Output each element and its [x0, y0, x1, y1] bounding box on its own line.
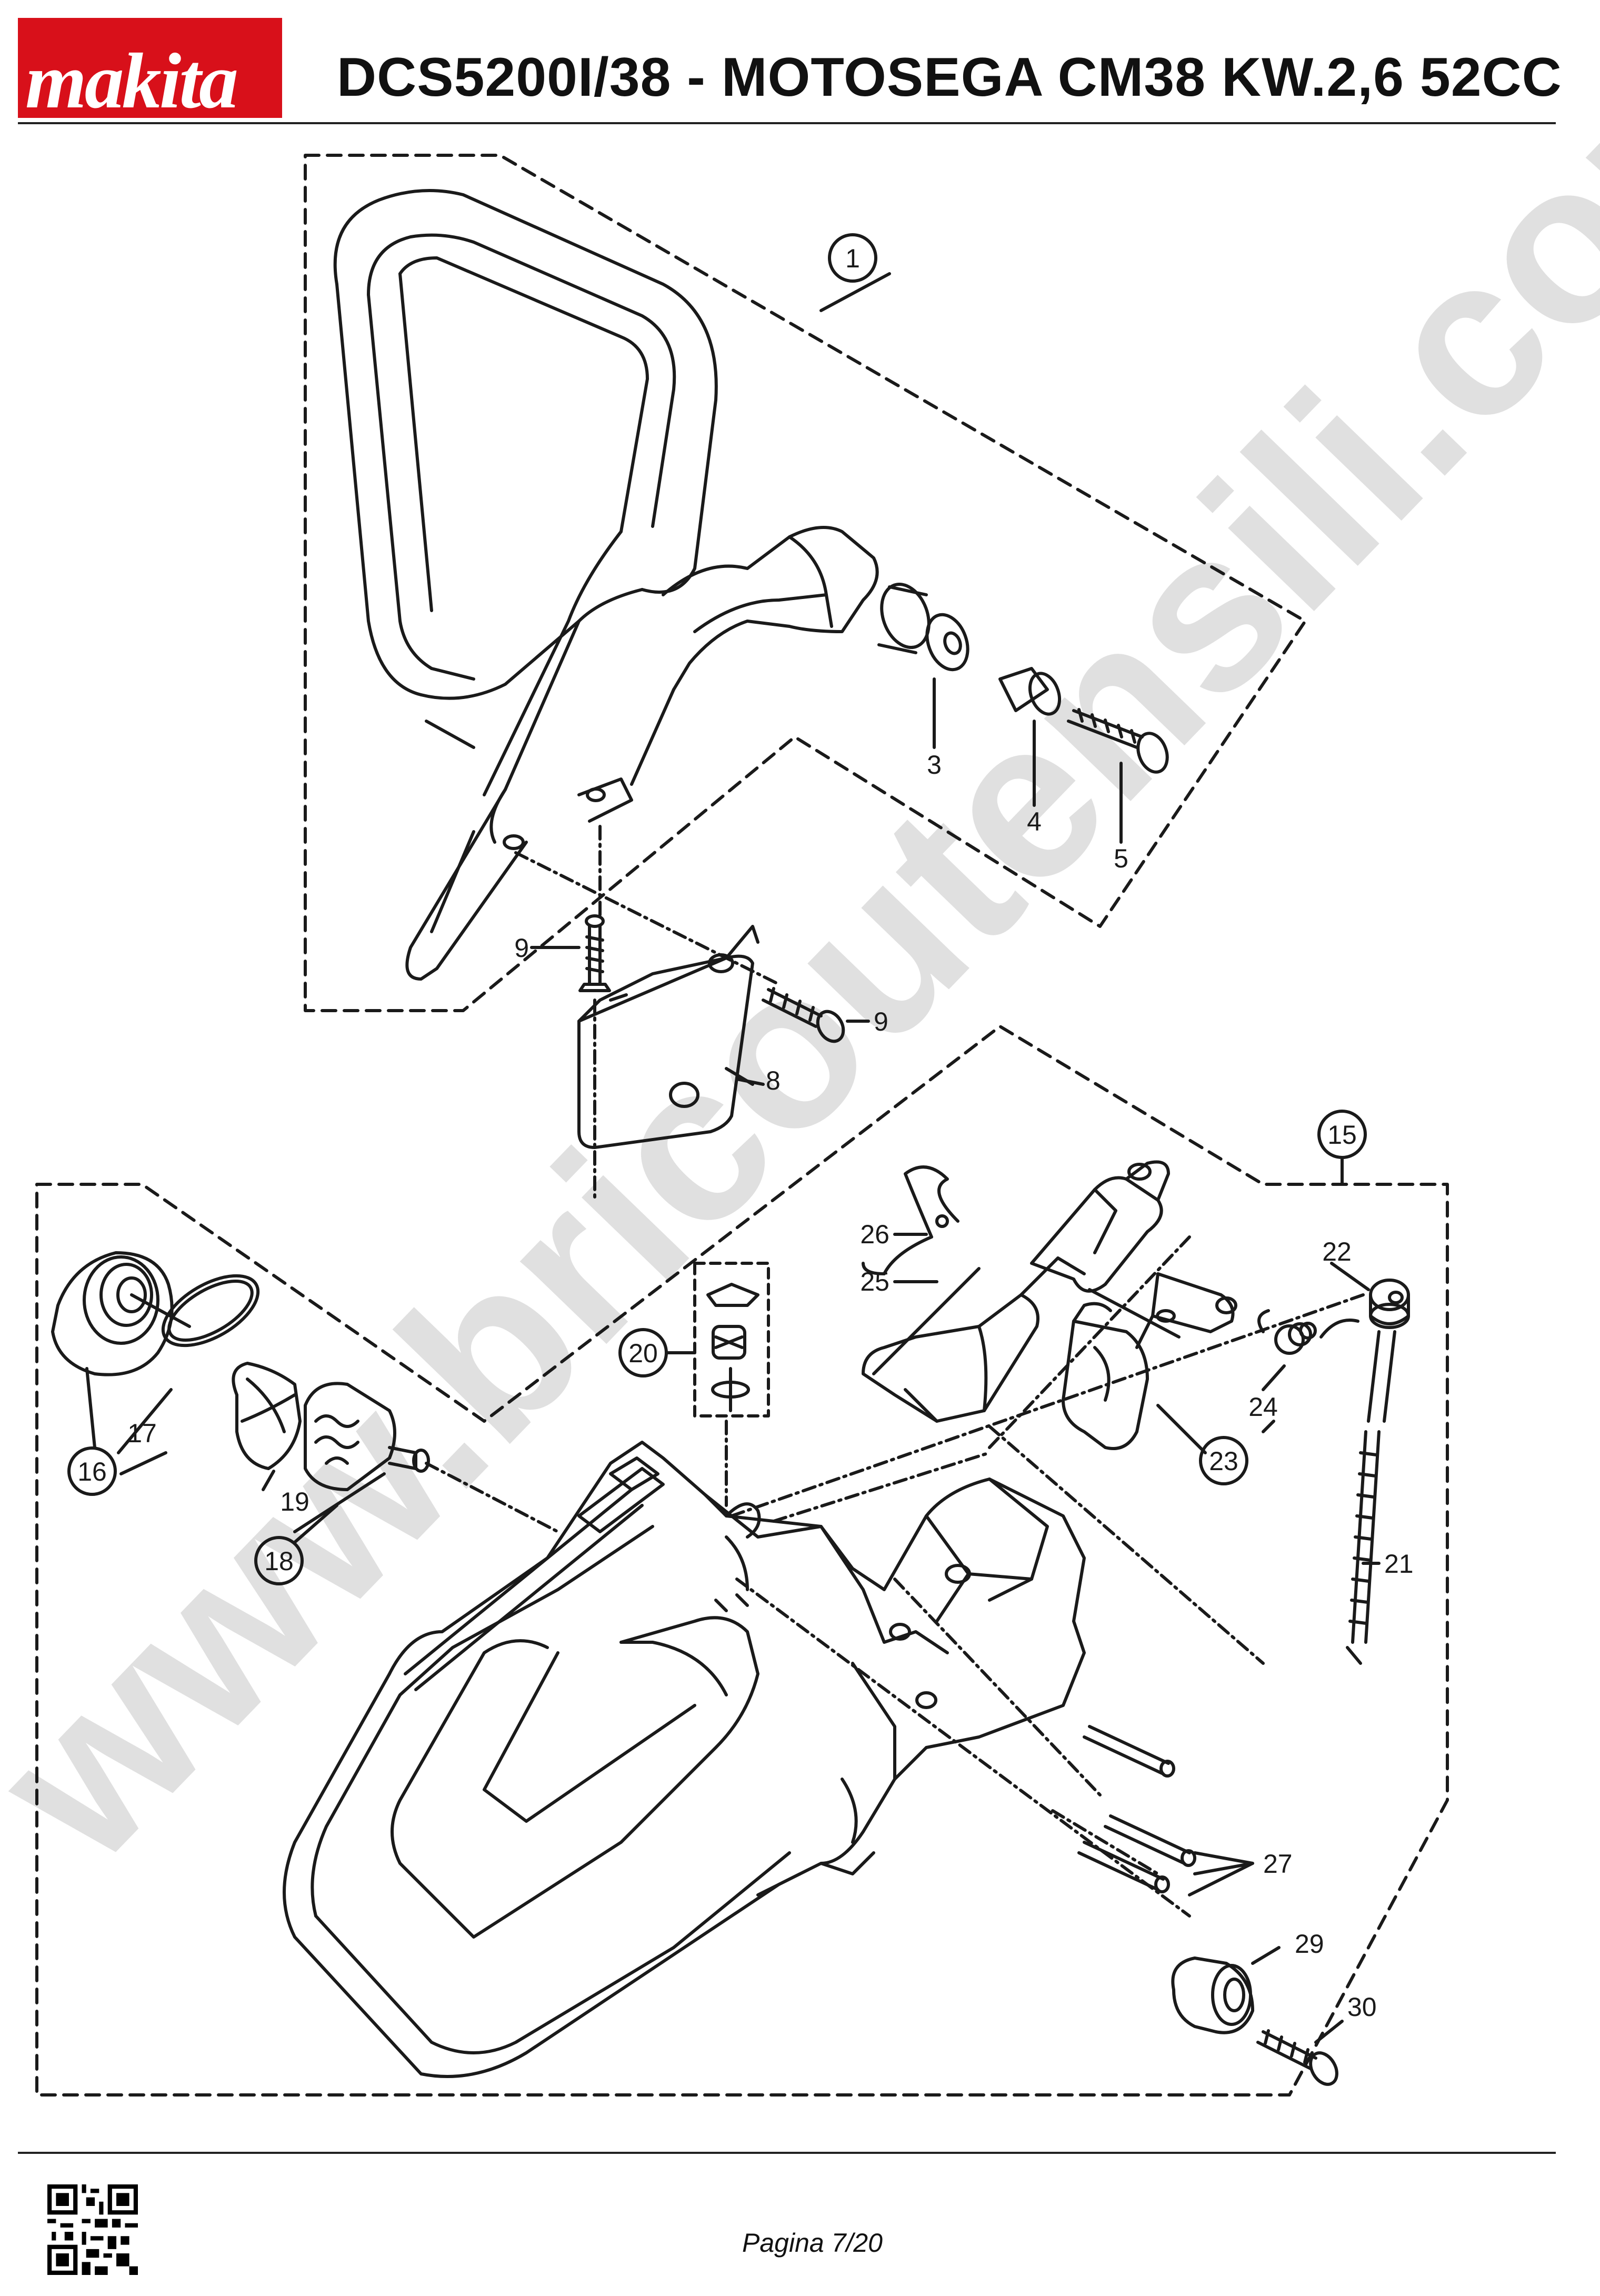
part-21-throttle-rod [1346, 1330, 1396, 1665]
callout-3: 3 [927, 750, 942, 780]
part-5-screw [1067, 708, 1169, 774]
part-17-oring [161, 1274, 260, 1347]
part-20-box [693, 1262, 770, 1417]
part-25-trigger [862, 1160, 1170, 1423]
part-9-screw-vertical [578, 914, 611, 992]
part-19-strap [232, 1362, 302, 1470]
callout-30: 30 [1347, 1992, 1377, 2022]
svg-text:makita: makita [25, 37, 237, 118]
part-3-rubber-mount [877, 582, 969, 672]
callout-16: 16 [77, 1457, 107, 1486]
qr-code [47, 2184, 138, 2275]
part-22-grommet [1369, 1279, 1410, 1329]
header-divider [18, 122, 1556, 124]
part-27-pins [1077, 1725, 1196, 1893]
part-16-cap [51, 1251, 191, 1376]
callout-9a: 9 [514, 933, 529, 963]
footer-divider [18, 2152, 1556, 2154]
callout-19: 19 [280, 1487, 309, 1516]
main-housing [283, 1441, 1086, 2078]
callout-25: 25 [860, 1267, 889, 1296]
part-18-filter [304, 1382, 430, 1491]
callout-9b: 9 [874, 1007, 888, 1036]
part-9-screw-angled [762, 987, 845, 1043]
part-23-lockout [1062, 1272, 1237, 1450]
part-4-washer [998, 667, 1062, 716]
part-30-screw [1256, 2029, 1338, 2086]
callout-1: 1 [845, 244, 860, 273]
part-29-buffer [1171, 1956, 1254, 2034]
callout-17: 17 [127, 1419, 157, 1448]
callout-15: 15 [1327, 1120, 1357, 1150]
front-handle [333, 189, 879, 981]
part-24-spring [1257, 1309, 1359, 1355]
callout-20: 20 [628, 1339, 658, 1368]
callout-23: 23 [1209, 1446, 1238, 1476]
group-housing-outline [35, 1025, 1449, 2097]
callout-8: 8 [766, 1066, 781, 1095]
callout-21: 21 [1384, 1549, 1414, 1579]
part-8-cover [577, 925, 759, 1149]
group-1-outline [304, 154, 1307, 1012]
callout-27: 27 [1263, 1849, 1293, 1879]
callout-22: 22 [1322, 1237, 1352, 1266]
callout-5: 5 [1114, 844, 1128, 873]
part-26-spring [862, 1165, 959, 1275]
makita-logo: makita [18, 18, 282, 118]
callout-29: 29 [1295, 1929, 1324, 1959]
callout-26: 26 [860, 1220, 889, 1249]
page-number: Pagina 7/20 [742, 2228, 883, 2258]
document-title: DCS5200I/38 - MOTOSEGA CM38 KW.2,6 52CC [337, 47, 1562, 108]
callout-18: 18 [264, 1546, 294, 1576]
part-20-valve [706, 1283, 759, 1412]
callout-24: 24 [1248, 1392, 1278, 1422]
callout-4: 4 [1027, 807, 1042, 836]
